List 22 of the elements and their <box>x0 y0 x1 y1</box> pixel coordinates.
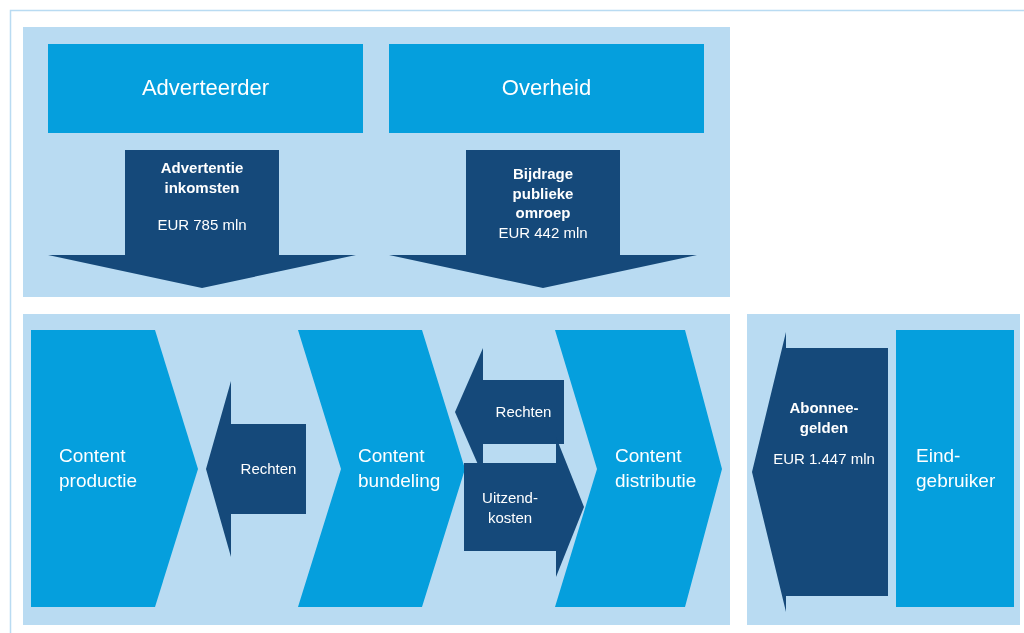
node-label: Content productie <box>59 443 139 493</box>
node-label: EUR 785 mln <box>157 215 247 235</box>
node-label: Content bundeling <box>358 443 442 493</box>
node-label: Uitzend- kosten <box>481 488 539 527</box>
block-arrow <box>48 150 356 288</box>
actor-box <box>48 44 363 133</box>
actor-box <box>389 44 704 133</box>
block-arrow <box>752 332 888 612</box>
node-label: Bijdrage publieke omroep <box>511 164 575 223</box>
block-arrow <box>206 381 306 557</box>
node-label: EUR 1.447 mln <box>773 449 875 469</box>
node-label: EUR 442 mln <box>498 222 588 242</box>
node-label: Advertentie inkomsten <box>159 158 245 197</box>
actor-box <box>896 330 1014 607</box>
node-label: Abonnee- gelden <box>788 398 860 437</box>
node-label: Content distributie <box>615 443 698 493</box>
block-arrow <box>389 150 697 288</box>
node-label: Adverteerder <box>141 74 270 103</box>
node-label: Overheid <box>501 74 592 103</box>
node-label: Rechten <box>495 402 552 422</box>
node-label: Rechten <box>240 459 297 479</box>
node-label: Eind- gebruiker <box>916 443 997 493</box>
